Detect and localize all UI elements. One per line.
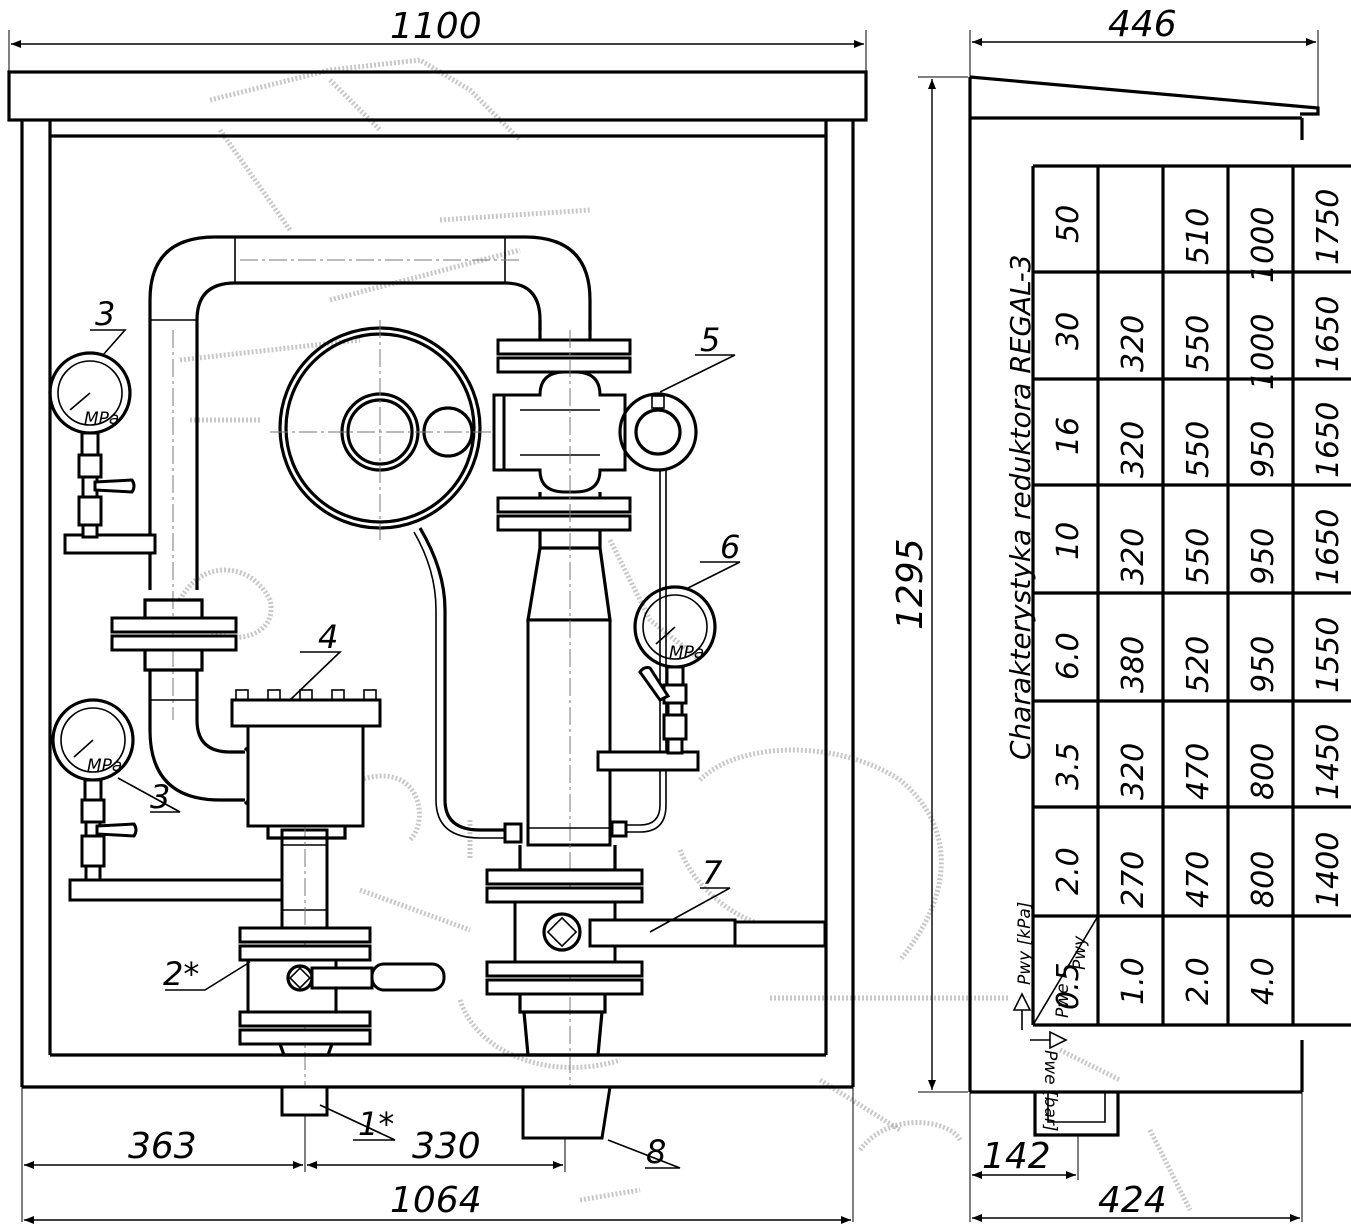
- table-pwe-3: 4.0: [1246, 957, 1281, 1005]
- table-r4-c7: 1750: [1311, 189, 1346, 265]
- callout-5: 5: [700, 321, 720, 359]
- callout-3-bottom: 3: [150, 778, 170, 816]
- callout-2: 2*: [163, 955, 199, 993]
- inlet-ball-valve: [238, 926, 446, 1057]
- callout-3-top: 3: [95, 295, 115, 333]
- table-pwy-5: 16: [1051, 417, 1086, 455]
- callout-4: 4: [318, 618, 338, 656]
- table-r3-c6: 1000: [1246, 314, 1281, 390]
- bottom-connections: [280, 1085, 612, 1140]
- regulator-body: [492, 320, 700, 1090]
- table-r1-c1: 270: [1116, 851, 1151, 908]
- table-r3-c4: 950: [1246, 528, 1281, 585]
- table-r2-c2: 470: [1181, 743, 1216, 800]
- table-pwy-3: 6.0: [1051, 632, 1086, 680]
- piping: [63, 235, 592, 1110]
- table-header-pwe: Pwe [bar]: [1040, 1050, 1060, 1131]
- cabinet-side: [968, 75, 1320, 1137]
- callout-8: 8: [646, 1133, 666, 1171]
- table-corner-pwy: Pwy: [1070, 935, 1090, 970]
- table-pwy-7: 50: [1051, 205, 1086, 243]
- callout-7: 7: [702, 854, 723, 892]
- dim-offset-left: 363: [128, 1126, 197, 1167]
- gauge-unit-top-left: MPa: [84, 409, 119, 429]
- callout-6: 6: [720, 528, 740, 566]
- pressure-gauge-top-left: [48, 351, 136, 539]
- pressure-gauge-right: [633, 585, 717, 755]
- table-r3-c7: 1000: [1246, 207, 1281, 283]
- table-r3-c2: 800: [1246, 743, 1281, 800]
- table-r2-c6: 550: [1181, 315, 1216, 372]
- dim-side-offset: 142: [982, 1136, 1051, 1177]
- dim-side-depth: 446: [1108, 4, 1177, 45]
- table-r1-c6: 320: [1116, 315, 1151, 372]
- table-pwy-6: 30: [1051, 312, 1086, 350]
- table-r2-c5: 550: [1181, 421, 1216, 478]
- callout-leaders: [90, 329, 741, 1169]
- gauge-unit-right: MPa: [669, 643, 704, 663]
- filter-bolts: [235, 689, 377, 701]
- dim-offset-mid: 330: [412, 1126, 481, 1167]
- table-r3-c5: 950: [1246, 421, 1281, 478]
- gauge-unit-bottom-left: MPa: [87, 756, 122, 776]
- table-r4-c6: 1650: [1311, 296, 1346, 372]
- cabinet-front: [7, 70, 868, 1089]
- table-r1-c5: 320: [1116, 421, 1151, 478]
- characteristics-table: [1012, 164, 1351, 1050]
- table-pwe-1: 1.0: [1116, 957, 1151, 1005]
- table-r2-c4: 550: [1181, 528, 1216, 585]
- filter: [230, 689, 382, 840]
- table-header-pwy: Pwy [kPa]: [1015, 902, 1035, 985]
- table-r4-c1: 1400: [1311, 832, 1346, 908]
- table-pwy-2: 3.5: [1051, 742, 1086, 790]
- table-r1-c2: 320: [1116, 743, 1151, 800]
- front-dimensions: [8, 30, 867, 1224]
- outlet-ball-valve: [485, 845, 827, 1057]
- dim-width-bottom: 1064: [390, 1180, 482, 1221]
- pressure-regulator: [270, 320, 523, 844]
- table-r1-c3: 380: [1116, 636, 1151, 693]
- table-r4-c4: 1650: [1311, 509, 1346, 585]
- table-r2-c7: 510: [1181, 208, 1216, 265]
- pressure-gauge-bottom-left: [51, 698, 138, 882]
- table-pwe-2: 2.0: [1181, 957, 1216, 1005]
- table-r3-c3: 950: [1246, 636, 1281, 693]
- table-pwy-4: 10: [1051, 522, 1086, 560]
- table-pwy-0: 0.5: [1051, 962, 1086, 1010]
- dim-side-base: 424: [1098, 1180, 1167, 1221]
- callout-1: 1*: [358, 1105, 394, 1143]
- dim-height: 1295: [890, 538, 931, 630]
- table-r3-c1: 800: [1246, 851, 1281, 908]
- table-r4-c3: 1550: [1311, 617, 1346, 693]
- table-r4-c5: 1650: [1311, 402, 1346, 478]
- table-r2-c3: 520: [1181, 636, 1216, 693]
- table-corner-pwe: Pwe: [1053, 983, 1073, 1018]
- side-dimensions: [969, 30, 1319, 1222]
- height-dimension: [918, 76, 968, 1093]
- table-r4-c2: 1450: [1311, 724, 1346, 800]
- dim-width-top: 1100: [390, 6, 482, 47]
- table-r2-c1: 470: [1181, 851, 1216, 908]
- table-title: Charakterystyka reduktora REGAL-3: [1004, 254, 1037, 760]
- table-r1-c4: 320: [1116, 528, 1151, 585]
- table-pwy-1: 2.0: [1051, 847, 1086, 895]
